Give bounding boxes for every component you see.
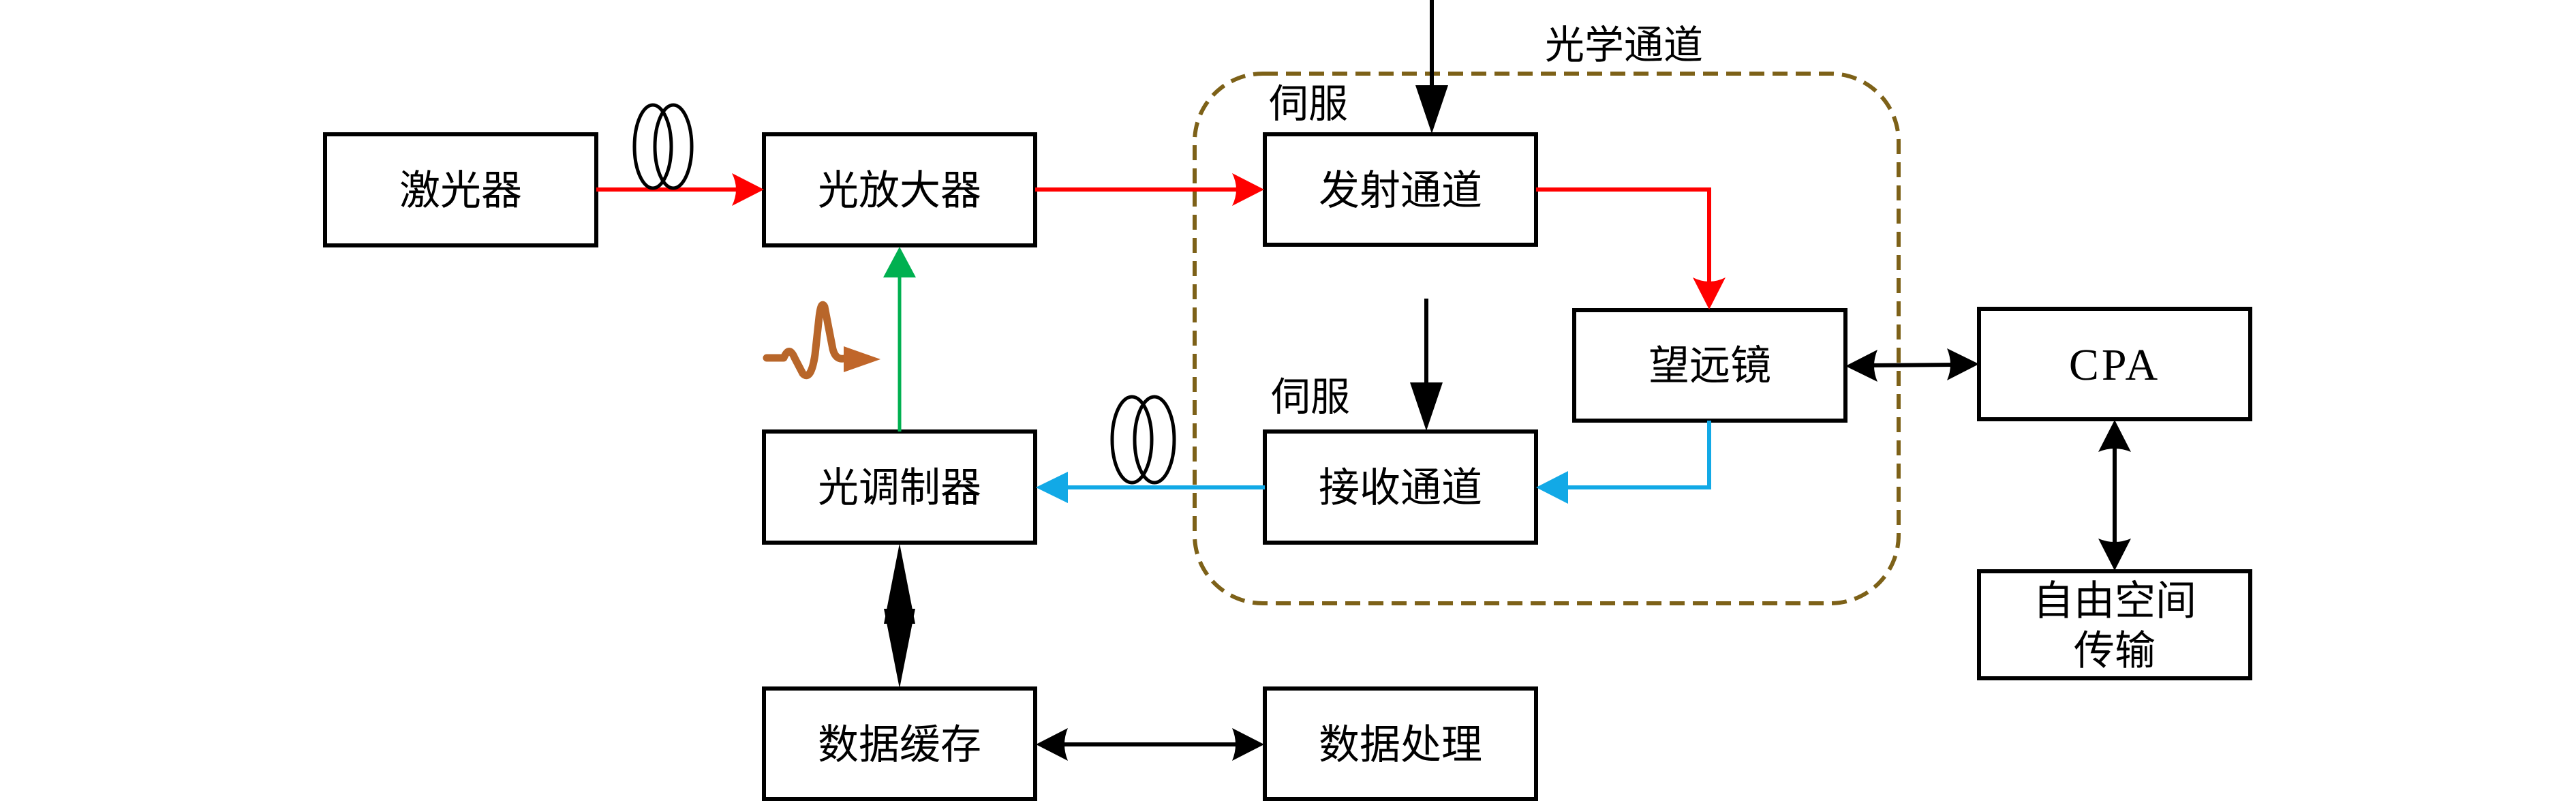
fiber-coil-icon [1110,395,1176,485]
telescope-block: 望远镜 [1572,308,1847,423]
telescope-label: 望远镜 [1649,342,1771,390]
cpa-free-space-bidirectional-arrow [2098,420,2131,571]
data-processing-block: 数据处理 [1263,686,1538,801]
receive-channel-block: 接收通道 [1263,429,1538,545]
laser-block: 激光器 [323,132,598,247]
amplifier-block: 光放大器 [762,132,1037,247]
servo-label-transmit: 伺服 [1269,80,1348,127]
transmit-to-telescope-arrow [1536,187,1726,309]
laser-to-amplifier-arrow [596,173,764,206]
telescope-cpa-bidirectional-arrow [1845,348,1979,382]
data-processing-label: 数据处理 [1319,721,1482,769]
modulator-cache-bidirectional-arrow [884,543,915,689]
servo-label-receive: 伺服 [1271,374,1350,420]
cache-processing-bidirectional-arrow [1036,728,1264,761]
amplifier-label: 光放大器 [818,167,981,215]
optical-channel-group [1193,72,1901,605]
receive-channel-label: 接收通道 [1319,464,1482,512]
transmit-channel-label: 发射通道 [1319,167,1482,215]
fiber-coil-icon [632,103,694,190]
laser-label: 激光器 [399,167,522,215]
amplifier-to-transmit-arrow [1035,173,1264,206]
optical-channel-label: 光学通道 [1545,22,1703,68]
servo-transmit-arrow [1415,0,1448,134]
data-cache-label: 数据缓存 [818,721,981,769]
transmit-channel-block: 发射通道 [1263,132,1538,247]
free-space-transmission-block: 自由空间 传输 [1977,569,2252,680]
servo-receive-arrow [1410,299,1443,431]
receive-to-modulator-arrow [1036,472,1265,503]
signal-pulse-icon [763,301,880,380]
modulator-block: 光调制器 [762,429,1037,545]
cpa-block: CPA [1977,307,2252,421]
free-space-label-line2: 传输 [2074,627,2156,675]
free-space-label-line1: 自由空间 [2033,577,2196,625]
modulator-label: 光调制器 [818,464,981,512]
data-cache-block: 数据缓存 [762,686,1037,801]
telescope-to-receive-arrow [1536,421,1711,504]
cpa-label: CPA [2069,340,2160,390]
modulator-to-amplifier-arrow [883,247,916,432]
